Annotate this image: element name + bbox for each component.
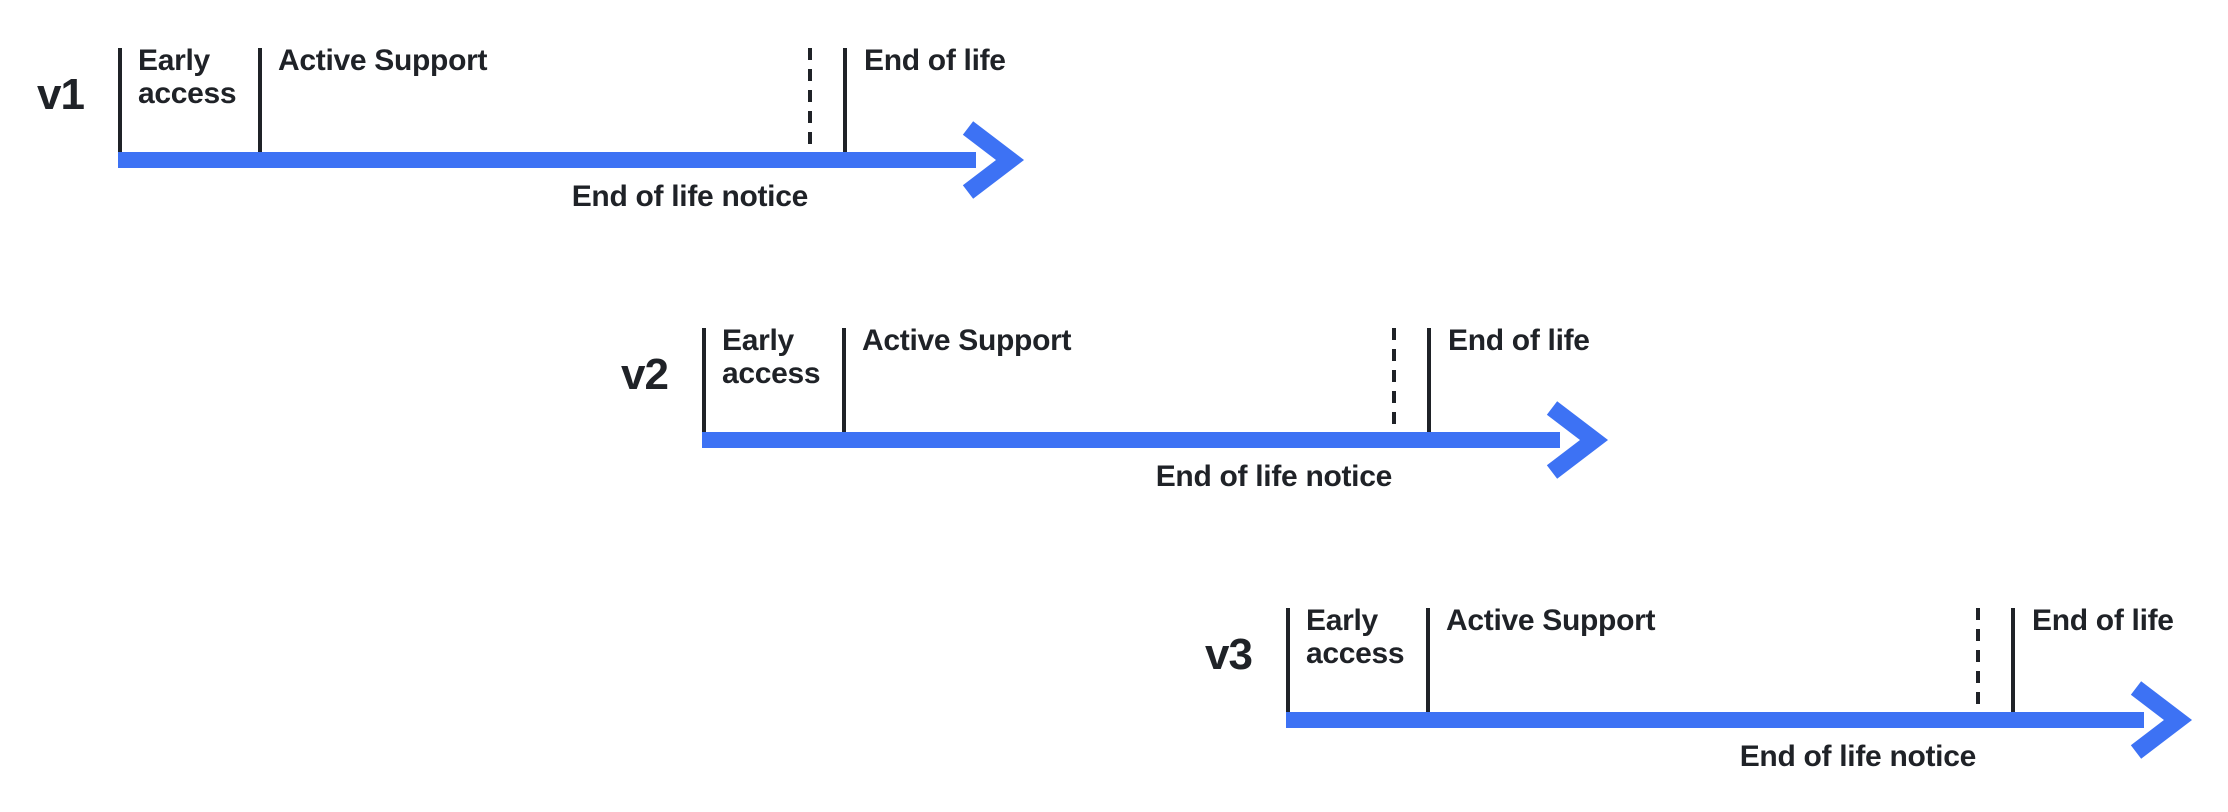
active-support-label: Active Support [862,324,1072,357]
timeline-row-v3: v3 Early access Active Support End of li… [1205,604,2228,798]
active-support-start-tick [842,328,846,432]
arrow-head-icon [1546,401,1609,479]
end-of-life-tick [843,48,847,152]
early-access-start-tick [1286,608,1290,712]
active-support-start-tick [258,48,262,152]
timeline-bar [702,432,1560,448]
early-access-start-tick [702,328,706,432]
active-support-label: Active Support [1446,604,1656,637]
arrow-head-icon [962,121,1025,199]
eol-notice-label: End of life notice [1155,460,1393,493]
active-support-label: Active Support [278,44,488,77]
version-label: v1 [37,70,85,119]
early-access-label: Early access [138,44,237,110]
version-label: v2 [621,350,669,399]
early-access-label: Early access [722,324,821,390]
eol-notice-dashed-line [1392,328,1396,432]
timeline-bar [1286,712,2144,728]
end-of-life-label: End of life [864,44,1006,77]
end-of-life-tick [2011,608,2015,712]
timeline-bar [118,152,976,168]
active-support-start-tick [1426,608,1430,712]
eol-notice-label: End of life notice [1739,740,1977,773]
timeline-row-v2: v2 Early access Active Support End of li… [621,324,1722,518]
end-of-life-label: End of life [2032,604,2174,637]
timeline-row-v1: v1 Early access Active Support End of li… [37,44,1138,238]
version-label: v3 [1205,630,1253,679]
end-of-life-tick [1427,328,1431,432]
eol-notice-dashed-line [808,48,812,152]
end-of-life-label: End of life [1448,324,1590,357]
arrow-head-icon [2130,681,2193,759]
early-access-start-tick [118,48,122,152]
eol-notice-dashed-line [1976,608,1980,712]
eol-notice-label: End of life notice [571,180,809,213]
early-access-label: Early access [1306,604,1405,670]
